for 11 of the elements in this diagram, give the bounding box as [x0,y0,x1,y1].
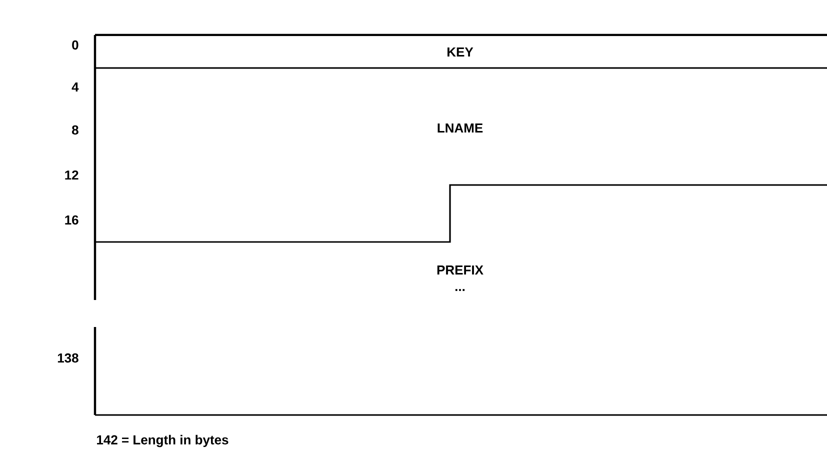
length-note: 142 = Length in bytes [97,434,228,448]
field-label: PREFIX [437,266,484,274]
field-label: LNAME [438,124,483,132]
field-label: KEY [448,48,474,56]
offset-number: 138 [58,353,78,363]
offset-number: 8 [72,125,78,135]
offset-number: 12 [65,170,78,180]
offset-number: 4 [72,82,79,92]
ellipsis: ... [455,289,465,291]
offset-number: 0 [72,40,78,50]
offset-number: 16 [65,215,78,225]
